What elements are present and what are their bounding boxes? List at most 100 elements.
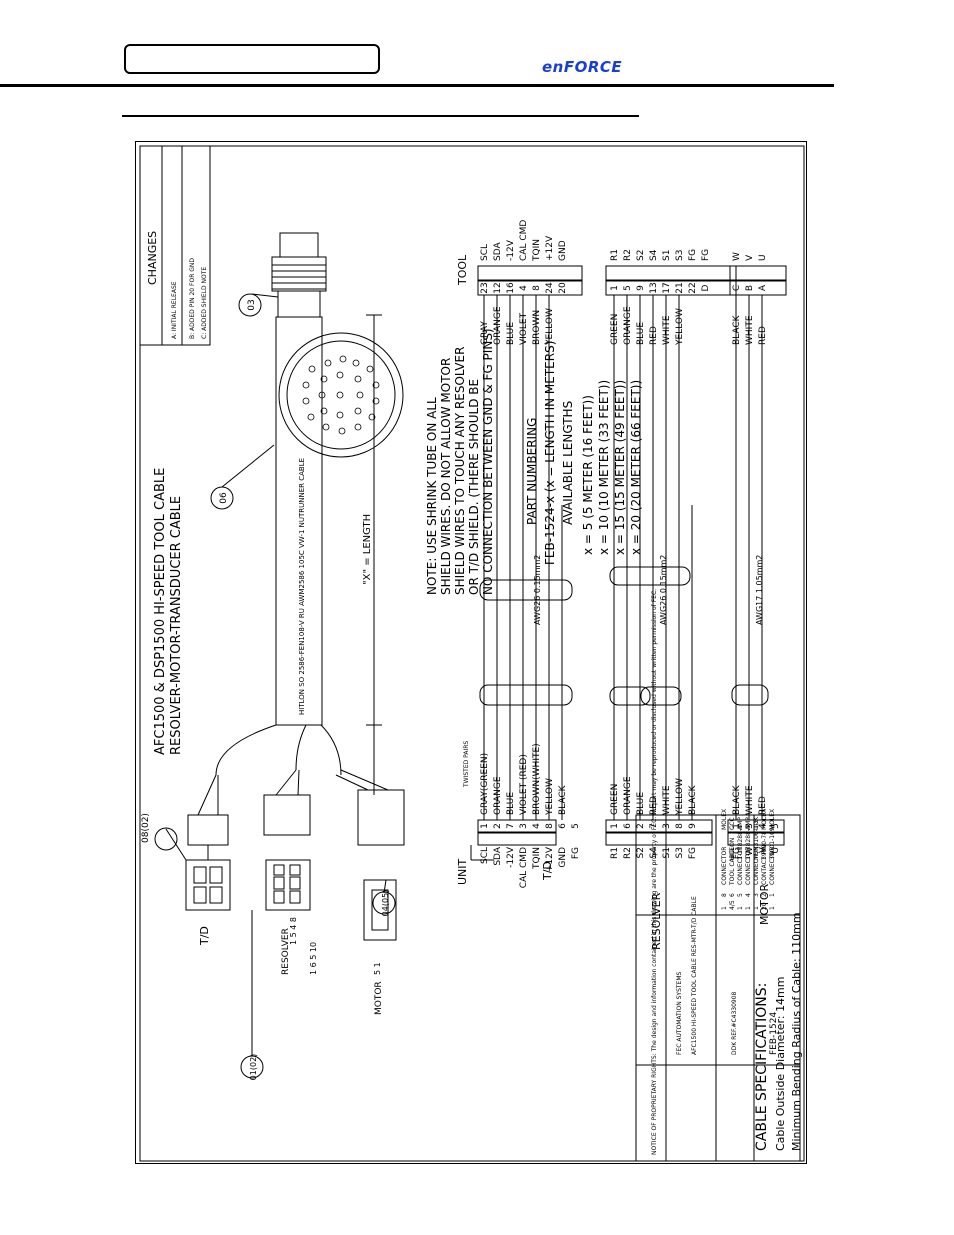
changes-entry: C: ADDED SHIELD NOTE	[201, 267, 208, 339]
tool-signal: R1	[610, 249, 620, 261]
tool-pin: 5	[623, 285, 633, 291]
tool-signal: GND	[558, 240, 568, 261]
changes-box	[139, 145, 211, 346]
tool-wire-color: RED	[649, 326, 659, 345]
unit-signal: -12V	[506, 846, 516, 868]
title-block	[635, 814, 801, 1162]
tool-pin: B	[745, 285, 755, 291]
awg-motor-label: AWG17 1.05mm2	[755, 555, 764, 625]
bom-cell: CONNECTOR	[745, 847, 752, 885]
title-drawing-no: FEB-1524	[769, 1012, 779, 1055]
length-option: x = 10 (10 METER (33 FEET))	[597, 380, 611, 555]
tool-signal: U	[758, 254, 768, 261]
tool-connector-face	[278, 332, 404, 458]
changes-heading: CHANGES	[146, 231, 159, 285]
tool-wire-color: GRAY	[480, 321, 490, 345]
tool-signal: S3	[675, 250, 685, 261]
unit-signal: R1	[610, 847, 620, 859]
brand-logo: enFORCE	[542, 58, 623, 76]
tool-pin: 20	[558, 282, 568, 294]
bom-cell: CONNECTOR	[769, 847, 776, 885]
unit-pin: 3	[662, 823, 672, 829]
unit-signal: V	[758, 846, 768, 853]
unit-pin: 3	[745, 823, 755, 829]
tool-wire-color: WHITE	[662, 315, 672, 345]
bom-cell: 4/5	[729, 900, 736, 910]
drawing-sheet: AFC1500 & DSP1500 HI-SPEED TOOL CABLE RE…	[135, 141, 807, 1164]
connector-td	[185, 845, 231, 911]
cable-jacket-label: HITLON SO 2586-FEN108-V RU AWM2586 105C …	[298, 458, 306, 715]
bom-cell: 39000-78	[761, 831, 768, 860]
callout-0102-text: 01(02)	[249, 1054, 258, 1081]
cable-specs-line: Cable Outside Diameter: 14mm	[774, 977, 787, 1152]
callout-0802	[154, 827, 178, 851]
tool-wire-color: BLUE	[506, 322, 516, 345]
resolver-row-group-label: RESOLVER	[650, 892, 663, 950]
tool-pin: 24	[545, 282, 555, 294]
tool-label: TOOL	[456, 254, 469, 286]
unit-signal: S4	[649, 847, 659, 859]
motor-group-label-left: MOTOR	[374, 981, 384, 1015]
callout-06-text: 06	[219, 492, 229, 504]
note-line: NOTE: USE SHRINK TUBE ON ALL	[425, 397, 439, 595]
unit-signal: CAL CMD	[519, 847, 529, 888]
tool-signal: +12V	[545, 235, 555, 261]
bom-cell: AMP	[745, 817, 752, 830]
bom-cell: 5	[737, 893, 744, 897]
bom-cell: CONNECTOR	[753, 847, 760, 885]
cable-specs-line: Minimum Bending Radius of Cable: 110mm	[790, 912, 803, 1151]
bom-cell: 6	[729, 893, 736, 897]
unit-pin: 9	[688, 823, 698, 829]
unit-wire-color: GREEN	[610, 784, 620, 815]
tool-wire-color: WHITE	[745, 315, 755, 345]
tool-signal: R2	[623, 249, 633, 261]
length-label: "X" = LENGTH	[362, 514, 373, 585]
bom-cell: DDK	[753, 816, 760, 830]
conn-res-pins: 1 6 5 10	[309, 942, 318, 975]
length-option: x = 5 (5 METER (16 FEET))	[581, 395, 595, 555]
bom-cell: 1	[769, 893, 776, 897]
unit-signal: FG	[571, 847, 581, 859]
unit-signal: W	[745, 847, 755, 856]
tool-signal: W	[732, 252, 742, 261]
motor-side-view	[357, 789, 405, 846]
tool-pin: 21	[675, 282, 685, 293]
note-line: NO CONNECTION BETWEEN GND & FG PINS)	[481, 328, 495, 595]
tool-pin: 22	[688, 282, 698, 293]
tool-pin: 4	[519, 285, 529, 291]
bom-cell: 1	[753, 906, 760, 910]
unit-pin: 8	[545, 823, 555, 829]
note-line: OR T/D SHIELD. (THERE SHOULD BE	[467, 379, 481, 595]
callout-03	[238, 293, 262, 317]
unit-signal: FG	[732, 847, 742, 859]
bom-cell: 1	[769, 906, 776, 910]
res-side-view	[263, 794, 311, 836]
td-group-label: T/D	[198, 926, 211, 946]
tool-pin: C	[732, 285, 742, 291]
callout-0405-text: 04(05)	[381, 890, 390, 917]
tool-connector-nut	[277, 290, 321, 318]
cable-drawing: AFC1500 & DSP1500 HI-SPEED TOOL CABLE RE…	[139, 145, 805, 1162]
unit-signal: S2	[636, 847, 646, 858]
tool-pin: 8	[532, 285, 542, 291]
bom-cell: 3	[753, 893, 760, 897]
unit-wire-color: VIOLET (RED)	[519, 754, 529, 815]
unit-wire-color: BLACK	[732, 784, 742, 815]
available-lengths-heading: AVAILABLE LENGTHS	[561, 401, 575, 525]
tool-signal: S4	[649, 249, 659, 261]
header-title-box	[124, 44, 380, 74]
unit-pin: 4	[758, 823, 768, 829]
drawing-frame	[139, 145, 805, 1162]
unit-signal: FG	[688, 847, 698, 859]
tool-wire-color: BROWN	[532, 310, 542, 345]
unit-wire-color: BROWN(WHITE)	[532, 743, 542, 815]
tool-signal: -12V	[506, 239, 516, 261]
unit-signal: SCL	[480, 847, 490, 864]
tool-wire-color: ORANGE	[493, 306, 503, 345]
drawing-title-1: AFC1500 & DSP1500 HI-SPEED TOOL CABLE	[153, 468, 168, 755]
unit-pin: 6	[623, 823, 633, 829]
bom-cell: 1	[745, 906, 752, 910]
unit-signal: TQIN	[532, 847, 542, 870]
unit-wire-color: BLUE	[636, 792, 646, 815]
bom-cell: AMP	[737, 817, 744, 830]
